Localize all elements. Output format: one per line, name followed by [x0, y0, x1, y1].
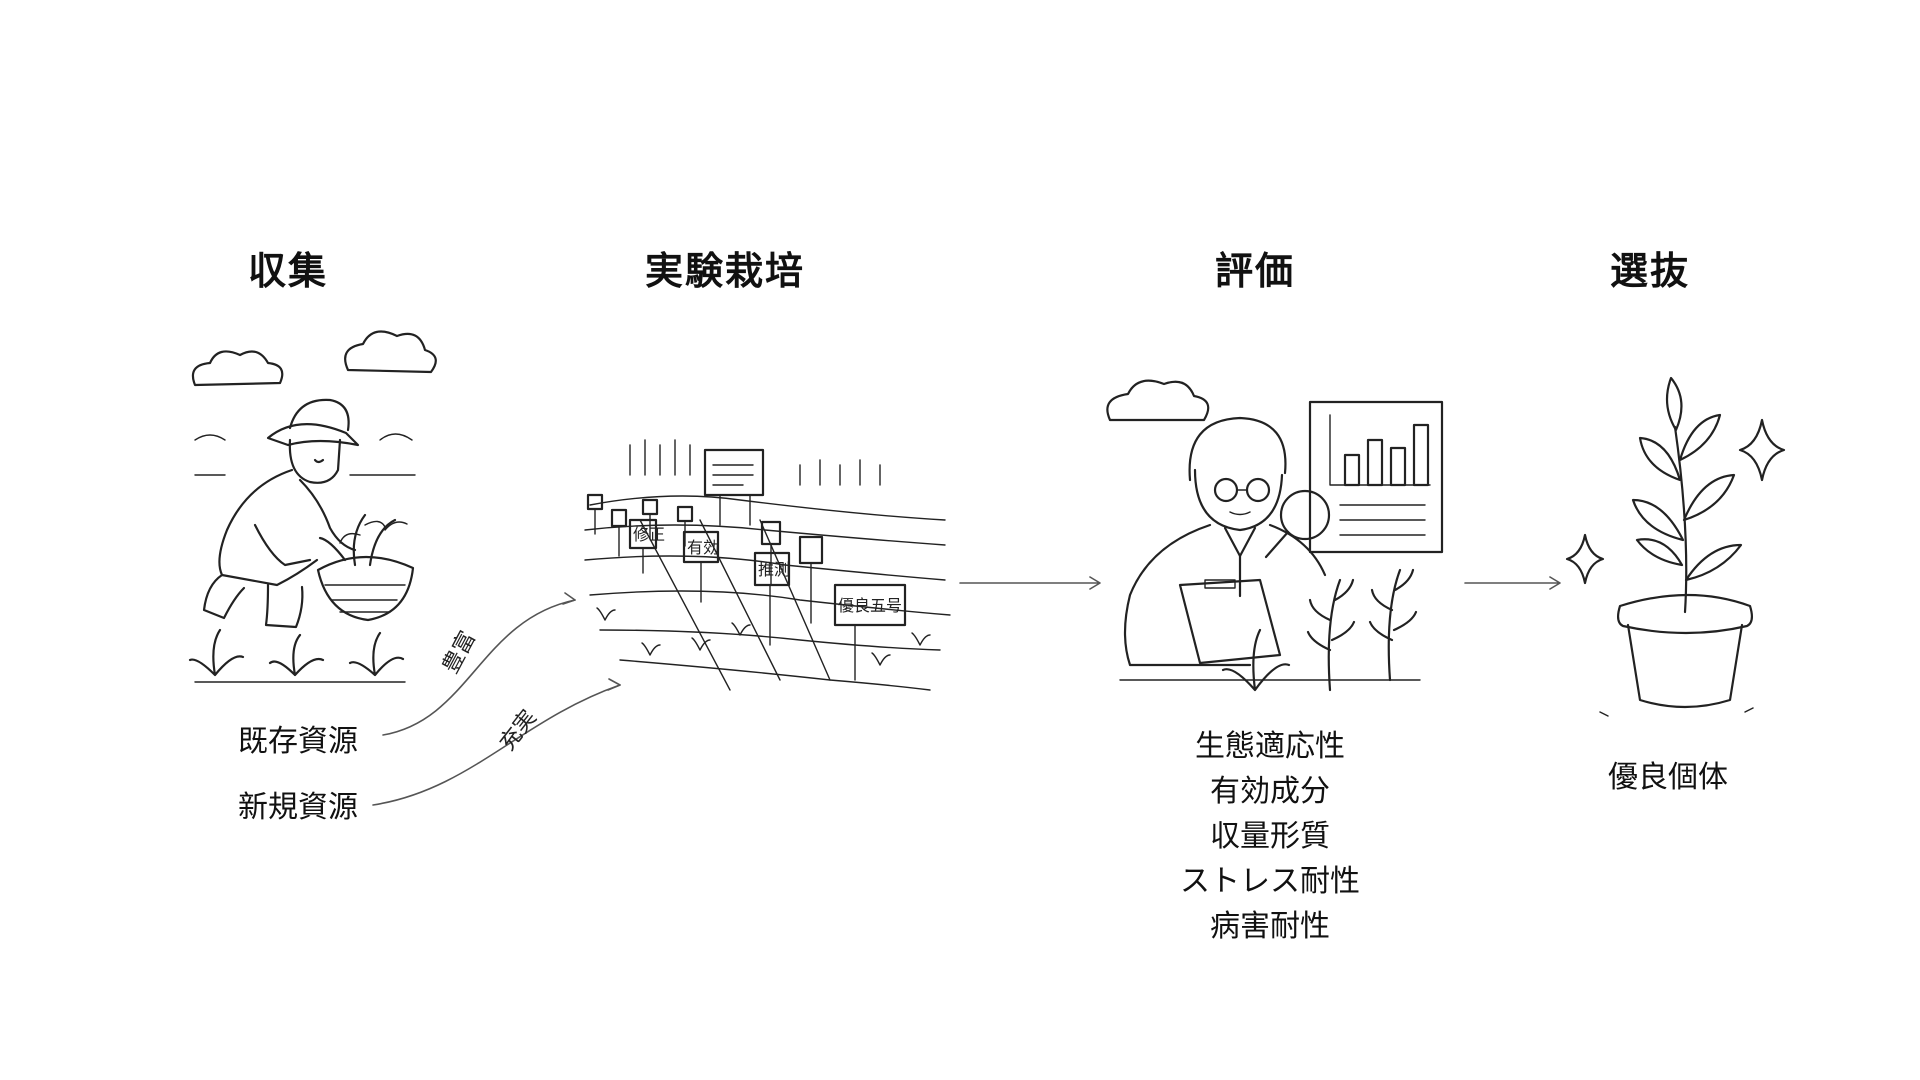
evaluation-traits-list: 生態適応性 有効成分 収量形質 ストレス耐性 病害耐性	[1160, 724, 1380, 949]
experimental-field-illustration: 修正 有効 推測 優良五号	[585, 440, 950, 690]
plot-sign-3: 推測	[758, 560, 790, 579]
cloud-icon	[193, 351, 282, 385]
plot-sign-4: 優良五号	[838, 596, 902, 615]
trait-stress-tolerance: ストレス耐性	[1160, 859, 1380, 904]
sparkle-icon	[1740, 420, 1784, 480]
trait-yield: 収量形質	[1160, 814, 1380, 859]
new-resources-label: 新規資源	[238, 782, 358, 826]
trait-active-ingredients: 有効成分	[1160, 769, 1380, 814]
cloud-icon	[1107, 381, 1208, 420]
sparkle-icon	[1567, 535, 1603, 583]
plot-sign-1: 修正	[633, 525, 665, 544]
researcher-illustration	[1107, 381, 1442, 690]
new-resource-arrow	[373, 685, 620, 805]
potted-plant-illustration	[1567, 378, 1784, 716]
arrow-to-selection	[1465, 577, 1560, 589]
trait-disease-resistance: 病害耐性	[1160, 904, 1380, 949]
existing-resource-arrow	[383, 600, 575, 735]
farmer-illustration	[190, 332, 436, 683]
arrow-to-evaluation	[960, 577, 1100, 589]
plot-sign-2: 有効	[687, 538, 719, 557]
trait-ecological-adaptability: 生態適応性	[1160, 724, 1380, 769]
existing-resources-label: 既存資源	[238, 716, 358, 760]
cloud-icon	[345, 332, 436, 373]
elite-individual-label: 優良個体	[1608, 752, 1728, 796]
